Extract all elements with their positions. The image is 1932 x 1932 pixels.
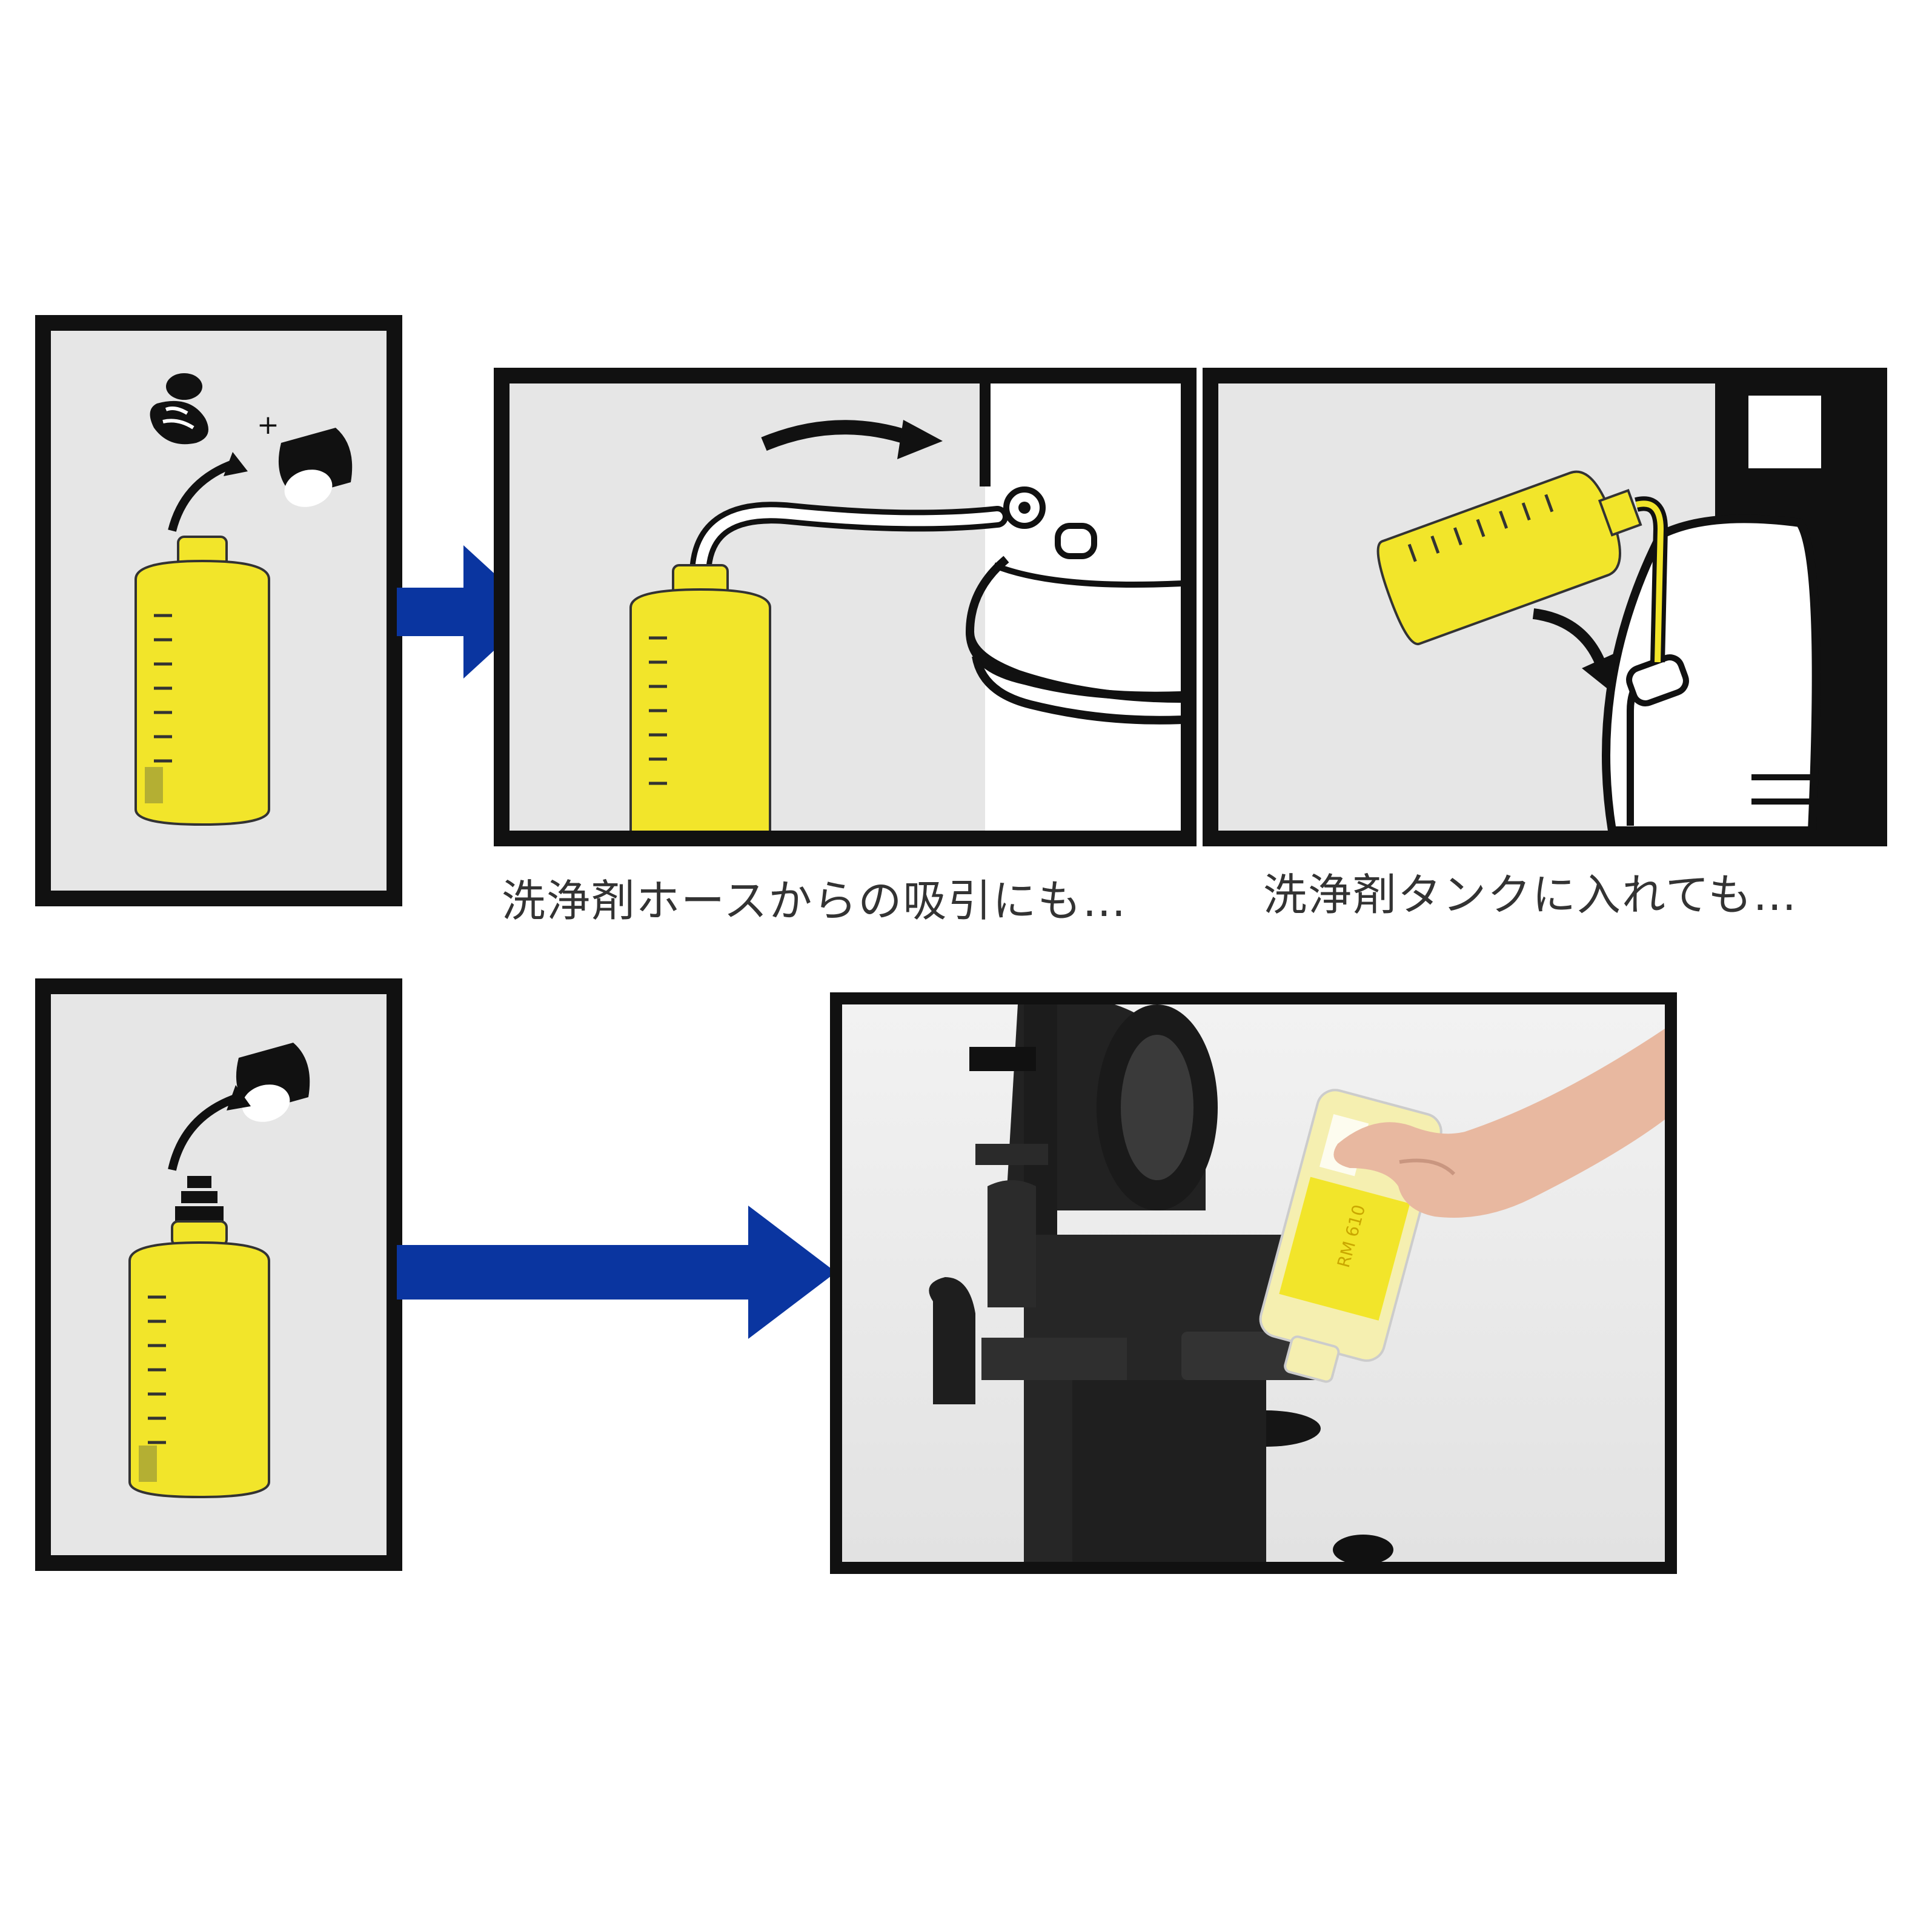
bottle-cap-illustration <box>128 1043 310 1499</box>
direction-arrow-icon <box>761 420 912 451</box>
detergent-bottle-icon <box>1376 470 1642 646</box>
bottle-cap-nozzle-illustration: + <box>134 373 353 826</box>
pressure-washer-icon <box>1602 383 1871 831</box>
caption-hose-suction: 洗浄剤ホースからの吸引にも… <box>502 875 1127 926</box>
caption-tank-pour: 洗浄剤タンクに入れても… <box>1263 869 1798 920</box>
step-panel-remove-cap-nozzle: + <box>35 315 402 906</box>
step-panel-pour-into-tank <box>1203 368 1887 846</box>
hand-icon <box>1333 1029 1665 1218</box>
pour-into-tank-illustration <box>1376 383 1871 831</box>
step-panel-remove-cap <box>35 978 402 1571</box>
pressure-washer-icon <box>929 1004 1393 1562</box>
nozzle-icon <box>150 373 208 445</box>
plus-icon: + <box>257 410 279 440</box>
detergent-bottle-icon <box>629 564 771 831</box>
curved-arrow-icon <box>168 460 234 532</box>
cap-icon <box>278 428 353 507</box>
detergent-bottle-icon <box>134 536 270 826</box>
step-photo-pour-into-tank: RM 610 <box>830 992 1677 1574</box>
curved-arrow-icon <box>168 1093 241 1171</box>
detergent-bottle-icon <box>128 1220 270 1499</box>
step-panel-hose-suction <box>494 368 1197 846</box>
cap-icon <box>236 1043 310 1122</box>
curved-arrow-icon <box>1532 608 1605 665</box>
hose-suction-illustration <box>629 383 1181 831</box>
nozzle-icon <box>175 1176 224 1221</box>
flow-arrow-icon <box>397 1206 836 1339</box>
pressure-washer-icon <box>965 486 1181 725</box>
pressure-washer-photo: RM 610 <box>842 1004 1665 1562</box>
